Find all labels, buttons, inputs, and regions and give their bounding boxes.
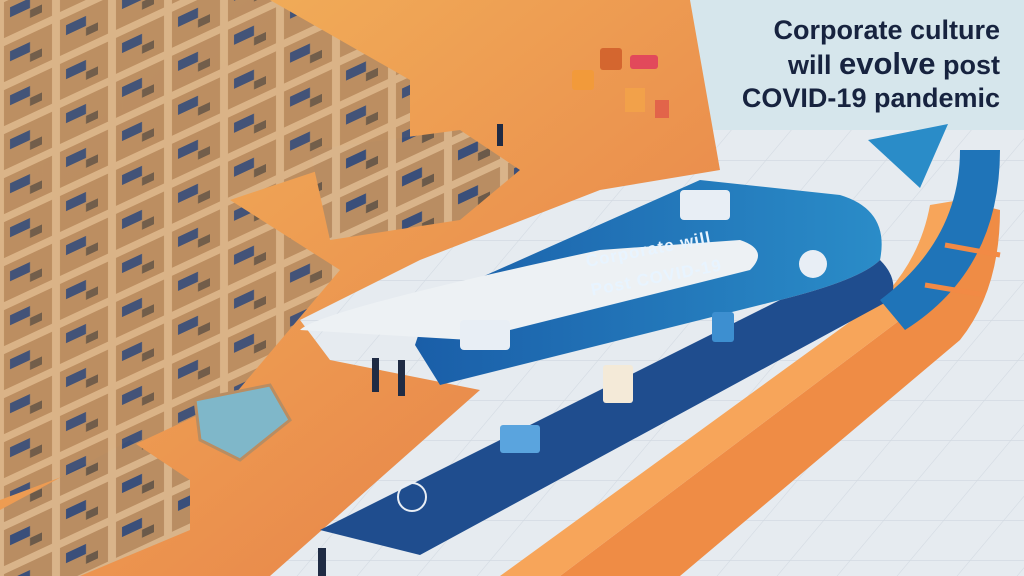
title-line-2: will evolve post	[742, 47, 1000, 82]
sky-panel	[690, 0, 1024, 130]
title-line-1: Corporate culture	[773, 15, 1000, 45]
cubicle-area-mid	[310, 130, 520, 240]
floating-icons	[572, 48, 669, 118]
monitor-icon	[500, 425, 540, 453]
cubicle-area	[0, 0, 410, 500]
orange-path	[250, 200, 1000, 576]
laptop-icon	[460, 320, 510, 350]
cubicle-area-lower	[0, 440, 190, 576]
glass-cubicle	[193, 383, 292, 462]
people-icon	[397, 482, 427, 512]
title-line-3: COVID-19 pandemic	[741, 83, 1000, 113]
blue-arrow-body	[880, 150, 1000, 330]
title-line-2-post: post	[935, 50, 1000, 80]
badge-icon	[799, 250, 827, 278]
page-title: Corporate culture will evolve post COVID…	[742, 14, 1000, 115]
title-line-2-pre: will	[787, 50, 839, 80]
title-emphasis: evolve	[838, 46, 936, 81]
arrow-head	[868, 124, 948, 188]
arrow-stripes	[924, 242, 1001, 298]
card-icon	[680, 190, 730, 220]
tablet-icon	[712, 312, 734, 342]
light-gap	[300, 240, 758, 340]
people-figures	[318, 124, 503, 576]
document-icon	[603, 365, 633, 403]
blue-path-lower	[320, 260, 894, 555]
milestone-icons	[397, 190, 827, 512]
